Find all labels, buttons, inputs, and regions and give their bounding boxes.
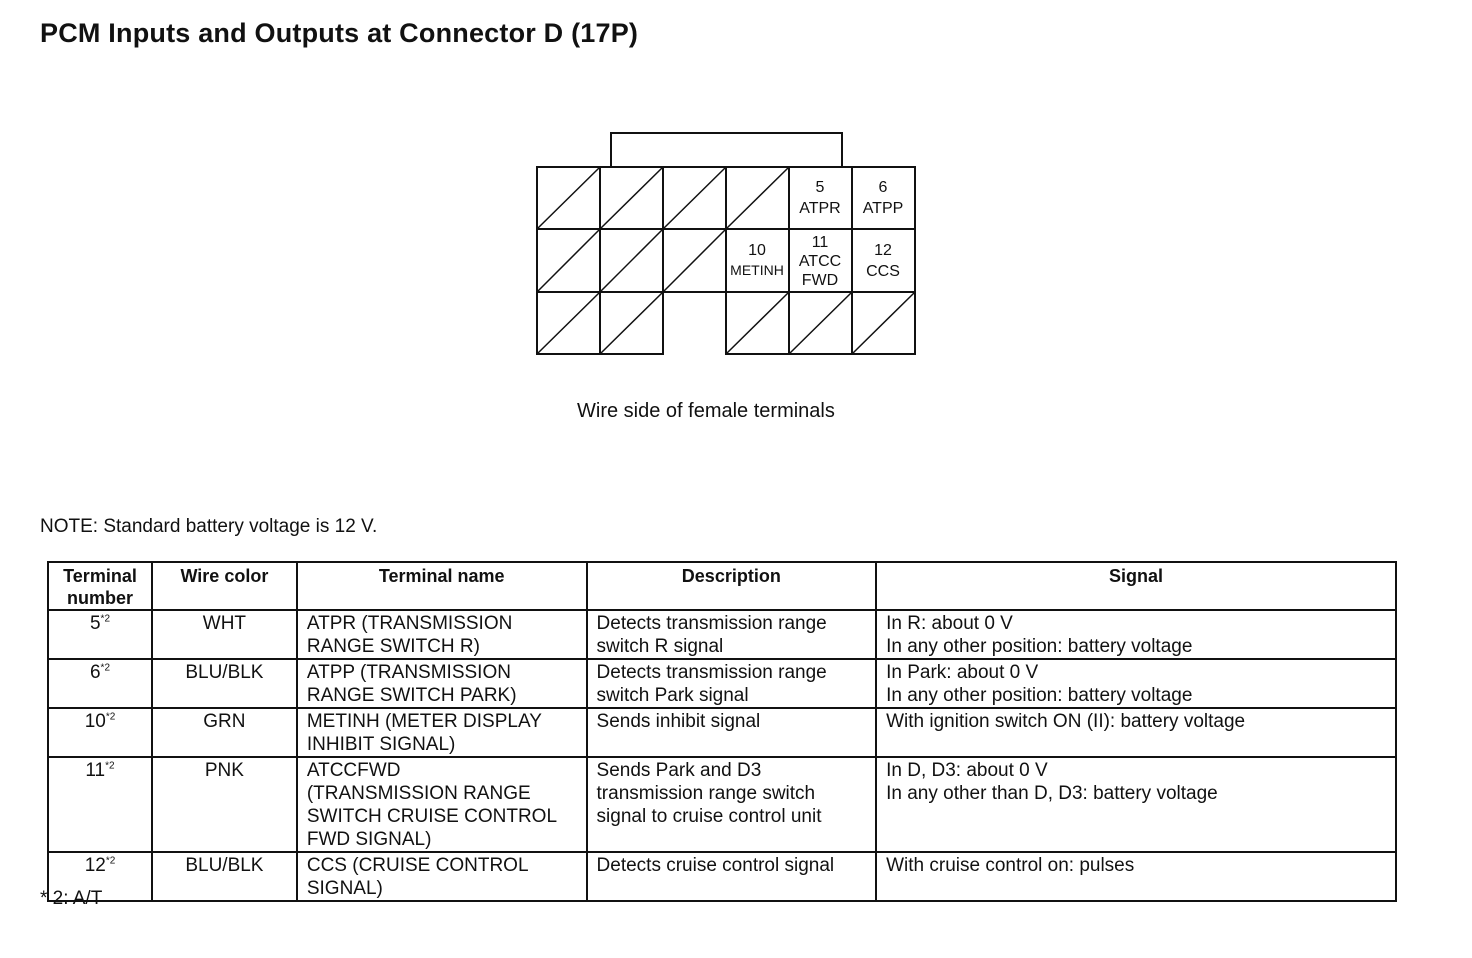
cell-signal: In Park: about 0 V In any other position… xyxy=(875,658,1397,709)
table-row: 5*2 WHT ATPR (TRANSMISSION RANGE SWITCH … xyxy=(47,609,1397,660)
diagram-caption: Wire side of female terminals xyxy=(577,400,835,422)
cell-terminal-number: 10*2 xyxy=(47,707,153,758)
terminal-12-number: 12 xyxy=(874,242,892,259)
empty-cavity xyxy=(725,166,790,230)
terminal-5-number: 5 xyxy=(816,179,825,196)
cell-terminal-number: 12*2 xyxy=(47,851,153,902)
note-text: NOTE: Standard battery voltage is 12 V. xyxy=(40,516,378,537)
terminal-10-number: 10 xyxy=(748,242,766,259)
cell-terminal-number: 5*2 xyxy=(47,609,153,660)
header-signal: Signal xyxy=(875,561,1397,611)
table-row: 12*2 BLU/BLK CCS (CRUISE CONTROL SIGNAL)… xyxy=(47,851,1397,902)
cell-signal: In R: about 0 V In any other position: b… xyxy=(875,609,1397,660)
footnote: * 2: A/T xyxy=(40,888,103,909)
cell-terminal-name: METINH (METER DISPLAY INHIBIT SIGNAL) xyxy=(295,707,588,758)
cell-wire-color: BLU/BLK xyxy=(150,658,298,709)
cell-signal: In D, D3: about 0 V In any other than D,… xyxy=(875,756,1397,853)
cell-description: Sends Park and D3 transmission range swi… xyxy=(585,756,878,853)
cell-description: Detects transmission range switch R sign… xyxy=(585,609,878,660)
empty-cavity-marks xyxy=(536,166,916,355)
cell-terminal-number: 6*2 xyxy=(47,658,153,709)
cell-description: Sends inhibit signal xyxy=(585,707,878,758)
cell-description: Detects cruise control signal xyxy=(585,851,878,902)
cell-wire-color: BLU/BLK xyxy=(150,851,298,902)
terminal-6-name: ATPP xyxy=(863,200,904,217)
terminal-12-name: CCS xyxy=(866,263,900,280)
cell-wire-color: GRN xyxy=(150,707,298,758)
empty-cavity xyxy=(662,228,727,293)
header-description: Description xyxy=(585,561,878,611)
terminal-11-name-line1: ATCC xyxy=(799,253,841,270)
cell-description: Detects transmission range switch Park s… xyxy=(585,658,878,709)
cell-terminal-name: ATCCFWD (TRANSMISSION RANGE SWITCH CRUIS… xyxy=(295,756,588,853)
terminal-6-number: 6 xyxy=(879,179,888,196)
empty-cavity xyxy=(536,166,601,230)
connector-lock-tab xyxy=(610,132,843,168)
terminal-table: Terminal number Wire color Terminal name… xyxy=(47,561,1397,902)
empty-cavity xyxy=(851,291,916,355)
table-row: 6*2 BLU/BLK ATPP (TRANSMISSION RANGE SWI… xyxy=(47,658,1397,709)
header-terminal-number: Terminal number xyxy=(47,561,153,611)
connector-diagram: 5 ATPR 6 ATPP 10 METINH 11 ATCC FWD 12 C… xyxy=(536,132,916,355)
empty-cavity xyxy=(536,291,601,355)
header-wire-color: Wire color xyxy=(150,561,298,611)
empty-cavity xyxy=(599,228,664,293)
page-title: PCM Inputs and Outputs at Connector D (1… xyxy=(40,18,639,48)
cell-wire-color: WHT xyxy=(150,609,298,660)
header-terminal-name: Terminal name xyxy=(295,561,588,611)
empty-cavity xyxy=(662,166,727,230)
cell-terminal-name: CCS (CRUISE CONTROL SIGNAL) xyxy=(295,851,588,902)
empty-cavity xyxy=(599,166,664,230)
cell-signal: With ignition switch ON (II): battery vo… xyxy=(875,707,1397,758)
cell-terminal-number: 11*2 xyxy=(47,756,153,853)
terminal-11-number: 11 xyxy=(812,234,829,251)
empty-cavity xyxy=(725,291,790,355)
table-row: 10*2 GRN METINH (METER DISPLAY INHIBIT S… xyxy=(47,707,1397,758)
cell-terminal-name: ATPP (TRANSMISSION RANGE SWITCH PARK) xyxy=(295,658,588,709)
terminal-11-name-line2: FWD xyxy=(802,272,838,289)
terminal-5-name: ATPR xyxy=(799,200,840,217)
table-header-row: Terminal number Wire color Terminal name… xyxy=(47,561,1397,611)
empty-cavity xyxy=(788,291,853,355)
cell-terminal-name: ATPR (TRANSMISSION RANGE SWITCH R) xyxy=(295,609,588,660)
cell-signal: With cruise control on: pulses xyxy=(875,851,1397,902)
empty-cavity xyxy=(536,228,601,293)
empty-cavity xyxy=(599,291,664,355)
cell-wire-color: PNK xyxy=(150,756,298,853)
table-row: 11*2 PNK ATCCFWD (TRANSMISSION RANGE SWI… xyxy=(47,756,1397,853)
terminal-10-name: METINH xyxy=(730,262,784,278)
